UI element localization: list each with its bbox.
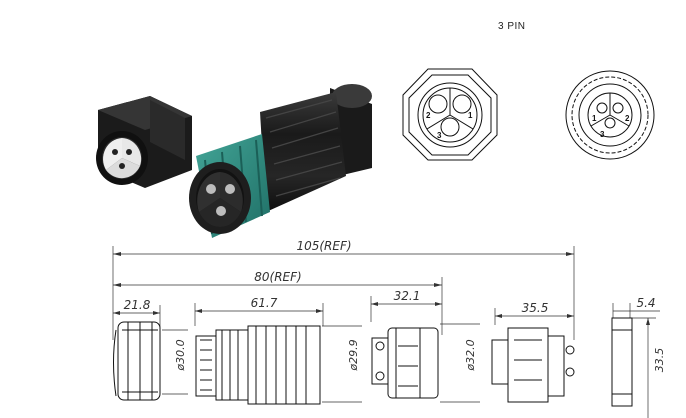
dim-gland-length: 21.8 bbox=[124, 298, 151, 312]
dim-nut-height: 33.5 bbox=[653, 348, 666, 373]
dimension-lines bbox=[112, 246, 660, 418]
gland-side-view bbox=[113, 321, 188, 401]
plug-pin-label-1: 1 bbox=[468, 111, 473, 120]
dim-overall-length: 105(REF) bbox=[296, 239, 351, 253]
receptacle-pin-label-3: 3 bbox=[600, 130, 605, 139]
plug-face-view: 2 1 3 bbox=[402, 68, 498, 161]
nut-side-view bbox=[611, 317, 633, 407]
dim-nut-thickness: 5.4 bbox=[636, 296, 655, 310]
dim-panel-socket-diameter: ø32.0 bbox=[464, 339, 477, 371]
dim-panel-socket-length: 32.1 bbox=[394, 289, 421, 303]
plug-pin-label-3: 3 bbox=[437, 131, 442, 140]
dim-gland-diameter: ø30.0 bbox=[174, 339, 187, 371]
plug-side-view bbox=[195, 325, 362, 405]
plug-pin-label-2: 2 bbox=[426, 111, 431, 120]
panel-socket-side-view bbox=[371, 323, 480, 403]
cable-plug-image bbox=[189, 84, 372, 238]
flange-side-view bbox=[491, 327, 575, 403]
receptacle-pin-label-2: 2 bbox=[625, 114, 630, 123]
receptacle-pin-label-1: 1 bbox=[592, 114, 597, 123]
dim-body-diameter: ø29.9 bbox=[347, 339, 360, 371]
dim-flange-width: 35.5 bbox=[522, 301, 549, 315]
panel-receptacle-image bbox=[96, 96, 192, 188]
pin-count-label: 3 PIN bbox=[498, 21, 526, 32]
receptacle-face-view: 1 2 3 bbox=[565, 70, 655, 160]
connector-photo bbox=[96, 84, 372, 238]
dim-body-length: 61.7 bbox=[251, 296, 278, 310]
dim-assembled-length: 80(REF) bbox=[254, 270, 301, 284]
